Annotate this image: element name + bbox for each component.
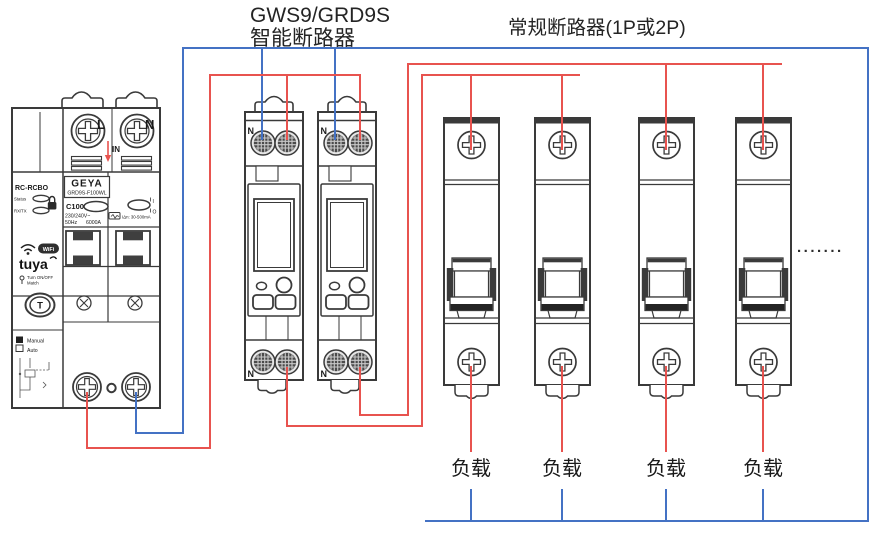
leakage-rating-label: IΔn: 30-500mA: [122, 215, 151, 220]
match-line1: Turn ON/OFF: [27, 275, 53, 280]
device-layer: L N IN GEYA GRD9S-F100WL C100 230/240V~: [11, 91, 791, 409]
on-marker: I: [153, 199, 154, 205]
brand-box: [63, 175, 111, 199]
regular-breaker-1: [444, 118, 499, 398]
center-hole: [106, 382, 117, 394]
manual-auto-switch: [15, 336, 24, 352]
smart2-output-bus: [359, 63, 782, 416]
smart1-output-bus: [286, 74, 580, 427]
breaking-capacity-label: 6000A: [86, 220, 102, 226]
lock-icon: [47, 195, 57, 210]
pole-toggle-2: [115, 230, 151, 266]
load-label-4: 负载: [743, 457, 783, 480]
neutral-wires: [135, 47, 869, 522]
press-finger-icon: [19, 275, 25, 284]
smart-title-line1: GWS9/GRD9S: [250, 4, 390, 27]
live-wires: [86, 63, 782, 452]
regular-title: 常规断路器(1P或2P): [508, 17, 686, 39]
svg-text:T: T: [37, 301, 43, 312]
type-label: RC-RCBO: [15, 185, 49, 192]
t-button: T: [24, 292, 56, 318]
match-line2: Match: [27, 281, 39, 286]
more-breakers-ellipsis: .......: [797, 239, 844, 256]
off-marker: O: [153, 210, 157, 216]
model-label: GRD9S-F100WL: [67, 191, 106, 197]
in-label: IN: [112, 145, 120, 154]
auto-label: Auto: [27, 348, 38, 354]
surge-icon: [108, 212, 121, 220]
rcbo-device: L N IN GEYA GRD9S-F100WL C100 230/240V~: [11, 91, 161, 409]
brand-logo: GEYA: [71, 179, 102, 190]
load-label-2: 负载: [542, 457, 582, 480]
live-feed-wire: [86, 74, 361, 449]
load-label-1: 负载: [451, 457, 491, 480]
rxtx-led: [32, 206, 50, 215]
onoff-oval-button: [127, 199, 151, 211]
mount-tab: [115, 91, 158, 108]
tuya-logo: tuya: [19, 256, 48, 272]
labels-layer: GWS9/GRD9S 智能断路器 常规断路器(1P或2P) 负载 负载 负载 负…: [250, 4, 844, 480]
status-led-label: Status: [14, 197, 26, 202]
voltage-label: 230/240V~: [65, 214, 90, 220]
regular-breaker-4: [736, 118, 791, 398]
smart-breaker-2: [318, 97, 376, 394]
pole-toggle-1: [65, 230, 101, 266]
in-arrow-icon: [104, 141, 112, 162]
fin-stack: [70, 155, 153, 171]
smart-title-line2: 智能断路器: [250, 27, 355, 50]
terminal-l-label: L: [97, 117, 105, 132]
wifi-badge: WiFi: [38, 243, 59, 254]
curve-rating-label: C100: [66, 202, 84, 211]
regular-breaker-2: [535, 118, 590, 398]
wifi-icon: [20, 244, 36, 255]
mount-tab: [61, 91, 104, 108]
trip-circuit-glyph: [18, 358, 50, 398]
load-label-3: 负载: [646, 457, 686, 480]
manual-label: Manual: [27, 339, 44, 345]
rxtx-led-label: RX/TX: [14, 209, 27, 214]
frequency-label: 50Hz: [65, 220, 78, 226]
regular-breaker-3: [639, 118, 694, 398]
svg-text:WiFi: WiFi: [43, 247, 55, 253]
test-oval-button: [83, 200, 109, 213]
terminal-n-label: N: [145, 117, 154, 132]
neutral-bus-wire: [135, 47, 869, 522]
fixing-screw-icon: [76, 295, 143, 311]
smart-breaker-1: [245, 97, 303, 394]
status-led: [32, 194, 50, 203]
tuya-swoosh: [49, 256, 58, 260]
